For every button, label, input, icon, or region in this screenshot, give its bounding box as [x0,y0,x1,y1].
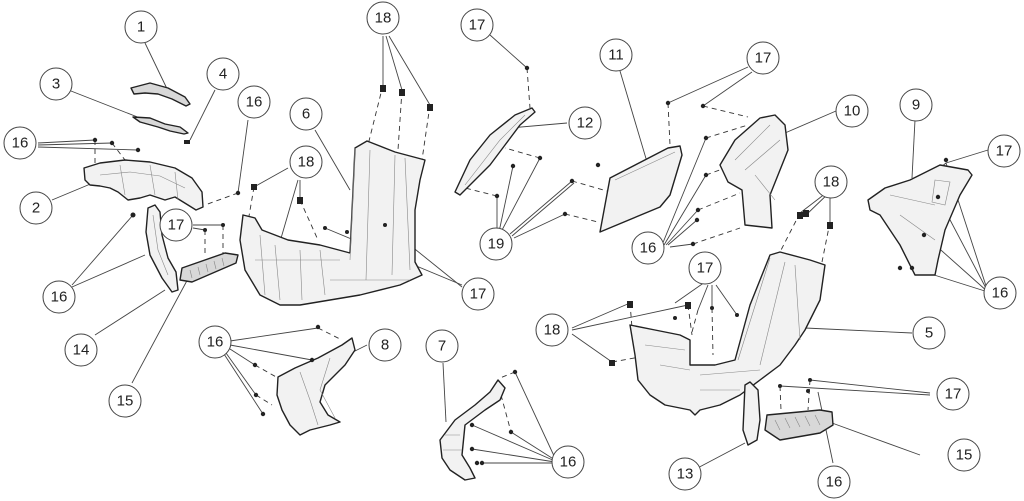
part-1-trim [130,82,191,107]
callout-17-far-right[interactable]: 17 [987,134,1021,168]
callout-label: 18 [375,10,392,27]
part-11-panel [599,145,683,233]
callout-16-top-left[interactable]: 16 [3,126,37,160]
part-3-trim [132,116,189,135]
callout-label: 13 [677,466,694,483]
callout-label: 16 [12,135,29,152]
callout-label: 3 [52,76,60,93]
callout-label: 18 [544,322,561,339]
callout-15-left[interactable]: 15 [108,384,142,418]
callout-label: 17 [470,286,487,303]
callout-label: 9 [912,97,920,114]
callout-17-left[interactable]: 17 [159,208,193,242]
callout-label: 16 [207,334,224,351]
callout-18-right[interactable]: 18 [814,165,848,199]
callout-1[interactable]: 1 [124,10,158,44]
callout-2[interactable]: 2 [19,191,53,225]
callout-4[interactable]: 4 [206,57,240,91]
part-5-floor-panel [629,251,826,416]
callout-7[interactable]: 7 [425,329,459,363]
callout-11[interactable]: 11 [599,38,633,72]
callout-label: 17 [697,260,714,277]
callout-6[interactable]: 6 [289,97,323,131]
callout-label: 17 [755,50,772,67]
callout-label: 8 [381,337,389,354]
fasteners [92,65,949,466]
callout-16-center-right[interactable]: 16 [631,231,665,265]
callout-label: 16 [560,454,577,471]
part-10-duct [719,114,789,229]
callout-16-upper[interactable]: 16 [237,85,271,119]
callout-18-left[interactable]: 18 [289,145,323,179]
callout-10[interactable]: 10 [835,94,869,128]
callout-19[interactable]: 19 [479,227,513,261]
callout-15-right[interactable]: 15 [947,438,981,472]
callout-label: 6 [302,106,310,123]
callout-label: 16 [246,94,263,111]
callout-16-near-7[interactable]: 16 [551,445,585,479]
part-2-cowl [83,159,204,211]
part-14-bracket [145,204,179,293]
callout-17-center[interactable]: 17 [461,277,495,311]
callout-label: 18 [298,154,315,171]
callout-label: 19 [488,236,505,253]
callout-16-bottom[interactable]: 16 [817,465,851,499]
callout-label: 16 [51,289,68,306]
callout-label: 17 [945,386,962,403]
callout-3[interactable]: 3 [39,67,73,101]
callout-label: 17 [996,143,1013,160]
callout-5[interactable]: 5 [912,316,946,350]
callout-14[interactable]: 14 [64,333,98,367]
callout-label: 5 [925,325,933,342]
callout-18-middle[interactable]: 18 [535,313,569,347]
part-6-floor-panel [239,140,426,306]
callout-label: 17 [469,17,486,34]
callout-16-left-mid[interactable]: 16 [42,280,76,314]
part-13-bracket [742,381,761,446]
part-15-step-pad-right [764,409,834,441]
callout-16-near-8[interactable]: 16 [198,325,232,359]
callout-8[interactable]: 8 [368,328,402,362]
callout-13[interactable]: 13 [668,457,702,491]
part-15-step-pad-left [179,252,239,283]
callout-label: 16 [640,240,657,257]
callout-label: 16 [826,474,843,491]
part-8-side-trim [276,337,356,436]
part-12-trim [454,107,536,196]
callout-label: 4 [219,66,227,83]
part-4-clip [184,140,190,144]
callout-12[interactable]: 12 [568,106,602,140]
callout-18-top[interactable]: 18 [366,1,400,35]
callout-label: 11 [608,47,624,64]
callout-label: 1 [137,19,145,36]
part-9-fairing [867,164,973,276]
callout-label: 12 [577,115,594,132]
callout-label: 2 [32,200,40,217]
callout-17-top-right[interactable]: 17 [746,41,780,75]
callout-label: 18 [823,174,840,191]
callout-9[interactable]: 9 [899,88,933,122]
callout-16-far-right[interactable]: 16 [983,276,1017,310]
callout-17-middle[interactable]: 17 [688,251,722,285]
callout-label: 17 [168,217,185,234]
callout-label: 14 [73,342,90,359]
callout-17-lower-right[interactable]: 17 [936,377,970,411]
callout-17-top[interactable]: 17 [460,8,494,42]
callout-label: 15 [956,447,973,464]
callout-label: 16 [992,285,1009,302]
callout-label: 7 [438,338,446,355]
part-7-housing [439,379,506,481]
callout-label: 15 [117,393,134,410]
callout-label: 10 [844,103,861,120]
